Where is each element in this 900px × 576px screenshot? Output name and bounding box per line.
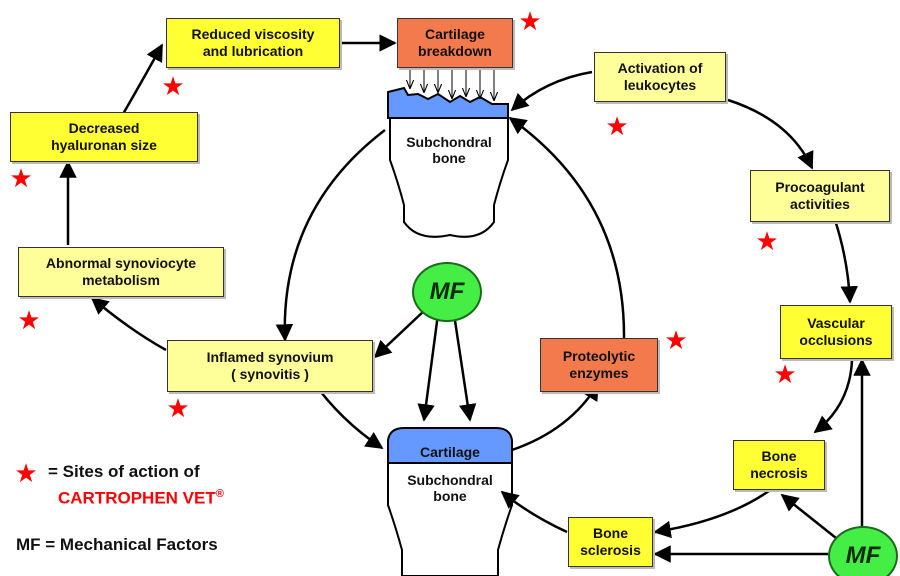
star-icon: ★ bbox=[773, 359, 797, 389]
node-abnormal-synoviocyte: Abnormal synoviocyte metabolism bbox=[18, 247, 224, 297]
legend-sites-text: = Sites of action of bbox=[48, 462, 200, 482]
node-activation-leukocytes: Activation of leukocytes bbox=[594, 52, 726, 102]
star-icon: ★ bbox=[166, 393, 190, 423]
legend-star-icon: ★ bbox=[14, 458, 38, 488]
node-bone-necrosis-label: Bone necrosis bbox=[750, 448, 808, 481]
top-bone-label-text: Subchondral bone bbox=[406, 134, 492, 166]
top-bone-label: Subchondral bone bbox=[390, 134, 508, 166]
bottom-bone bbox=[387, 427, 513, 576]
node-bone-sclerosis-label: Bone sclerosis bbox=[580, 525, 641, 558]
top-bone bbox=[387, 86, 509, 238]
legend-product-name: CARTROPHEN VET bbox=[58, 488, 216, 508]
node-procoagulant-label: Procoagulant activities bbox=[775, 179, 865, 212]
node-inflamed-synovium-line1: Inflamed synovium bbox=[206, 349, 334, 365]
node-activation-leukocytes-label: Activation of leukocytes bbox=[617, 60, 703, 93]
node-procoagulant: Procoagulant activities bbox=[750, 170, 890, 222]
legend-mf-label: MF = Mechanical Factors bbox=[16, 535, 218, 554]
star-icon: ★ bbox=[605, 111, 629, 141]
legend-mf-text: MF = Mechanical Factors bbox=[16, 535, 218, 555]
star-icon: ★ bbox=[518, 6, 542, 36]
node-reduced-viscosity: Reduced viscosity and lubrication bbox=[166, 18, 340, 68]
legend-sites-label: = Sites of action of bbox=[48, 462, 200, 481]
node-cartilage-breakdown-label: Cartilage breakdown bbox=[418, 26, 492, 59]
star-icon: ★ bbox=[17, 305, 41, 335]
node-proteolytic-enzymes: Proteolytic enzymes bbox=[540, 338, 658, 392]
bottom-bone-label: Subchondral bone bbox=[390, 472, 510, 504]
mf-circle-corner: MF bbox=[828, 526, 898, 576]
healthy-cartilage bbox=[387, 427, 513, 464]
legend-registered-mark: ® bbox=[215, 488, 224, 500]
node-abnormal-synoviocyte-label: Abnormal synoviocyte metabolism bbox=[45, 255, 197, 288]
node-decreased-hyaluronan: Decreased hyaluronan size bbox=[10, 112, 198, 162]
node-proteolytic-enzymes-label: Proteolytic enzymes bbox=[562, 348, 636, 381]
bottom-cartilage-label: Cartilage bbox=[388, 444, 512, 460]
mf-center-label: MF bbox=[429, 278, 465, 305]
node-cartilage-breakdown: Cartilage breakdown bbox=[397, 18, 513, 68]
node-bone-necrosis: Bone necrosis bbox=[733, 440, 825, 490]
mf-circle-center: MF bbox=[412, 262, 482, 322]
bottom-cartilage-label-text: Cartilage bbox=[420, 444, 480, 460]
node-decreased-hyaluronan-label: Decreased hyaluronan size bbox=[51, 120, 157, 153]
mf-corner-label: MF bbox=[845, 542, 881, 569]
bottom-bone-label-text: Subchondral bone bbox=[407, 472, 493, 504]
node-vascular-occlusions: Vascular occlusions bbox=[780, 305, 892, 359]
node-reduced-viscosity-label: Reduced viscosity and lubrication bbox=[191, 26, 315, 59]
star-icon: ★ bbox=[755, 226, 779, 256]
breakdown-arrows bbox=[410, 68, 494, 100]
node-bone-sclerosis: Bone sclerosis bbox=[568, 517, 653, 567]
star-icon: ★ bbox=[161, 71, 185, 101]
star-icon: ★ bbox=[664, 325, 688, 355]
damaged-cartilage bbox=[387, 86, 509, 119]
legend-product: CARTROPHEN VET® bbox=[58, 488, 224, 509]
star-icon: ★ bbox=[9, 163, 33, 193]
node-inflamed-synovium: Inflamed synovium ( synovitis ) bbox=[167, 340, 373, 392]
node-inflamed-synovium-line2: ( synovitis ) bbox=[231, 366, 309, 382]
node-vascular-occlusions-label: Vascular occlusions bbox=[799, 315, 873, 348]
